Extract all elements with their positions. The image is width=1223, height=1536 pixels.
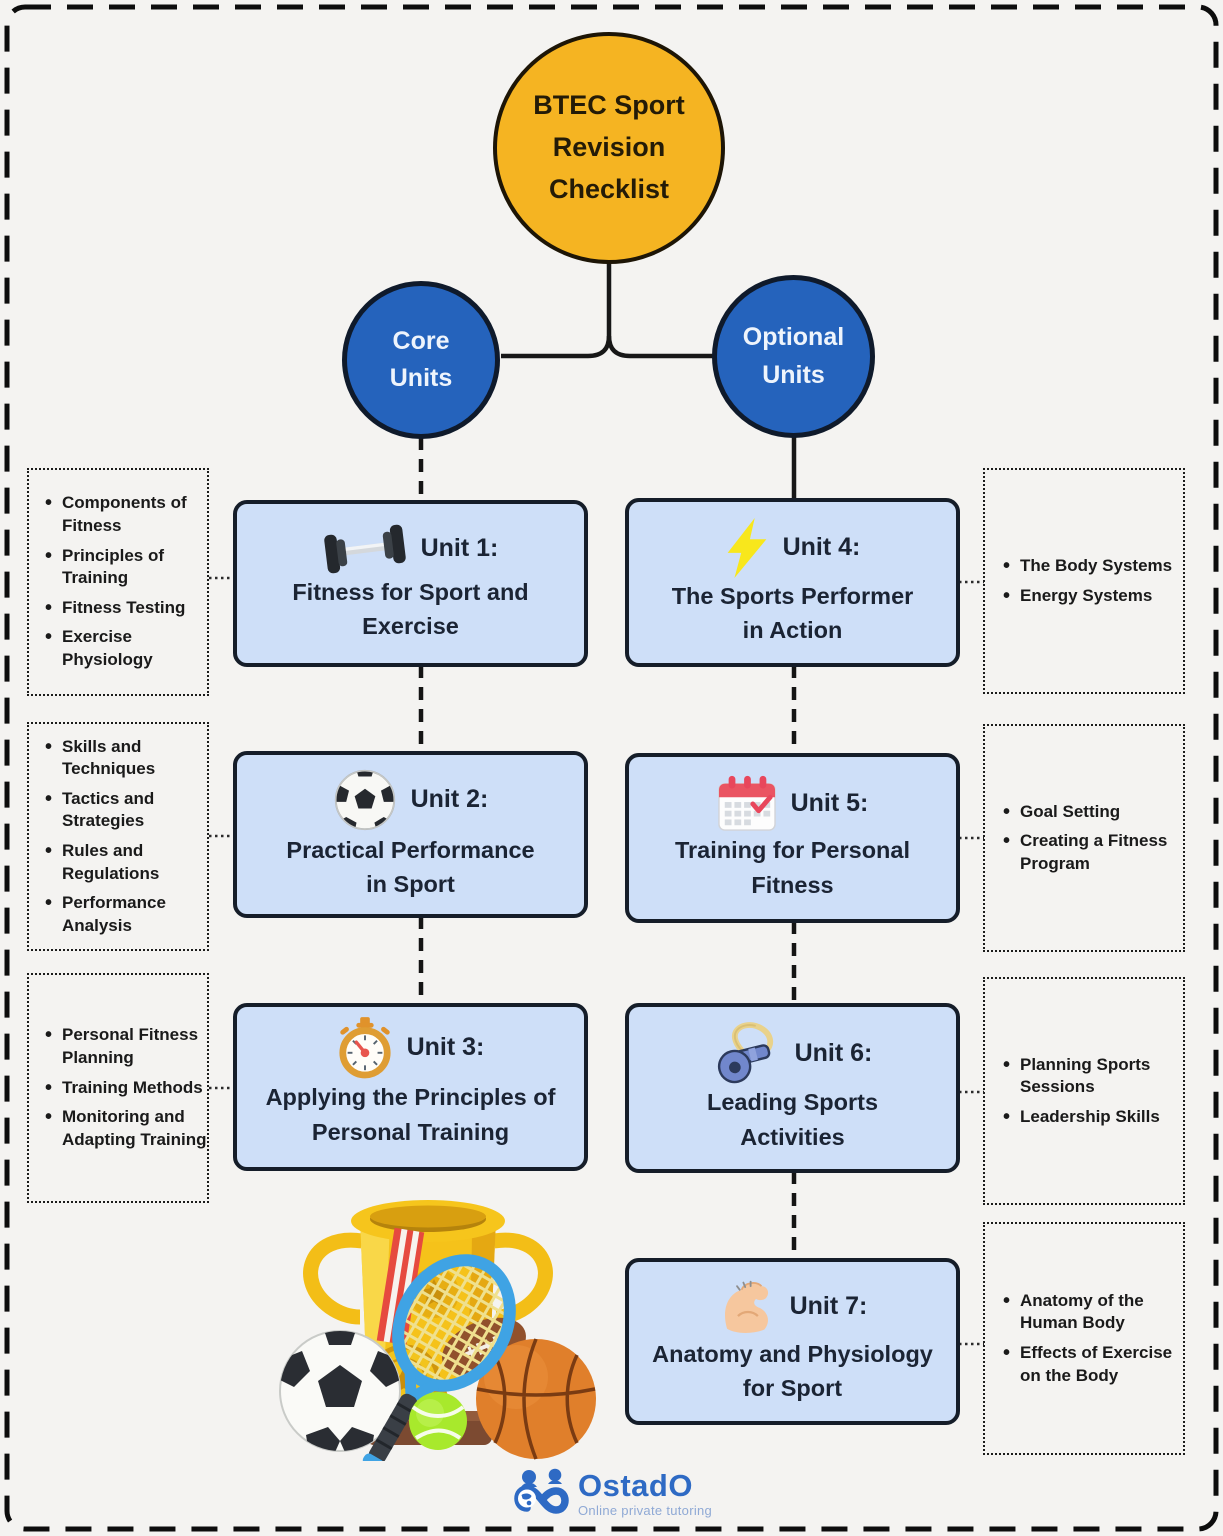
topic-item: Creating a Fitness Program [1003, 828, 1183, 875]
unit-1-box: Unit 1: Fitness for Sport and Exercise [233, 500, 588, 667]
unit-1-topics-box: Components of Fitness Principles of Trai… [27, 468, 209, 696]
topic-item: Principles of Training [45, 543, 207, 590]
core-units-label: Core Units [389, 326, 453, 393]
unit-7-topic-list: Anatomy of the Human Body Effects of Exe… [1003, 1283, 1183, 1394]
unit-6-number: Unit 6: [794, 1038, 873, 1067]
unit-4-topics-box: The Body Systems Energy Systems [983, 468, 1185, 694]
unit-3-box: Unit 3: Applying the Principles of Perso… [233, 1003, 588, 1171]
unit-4-number: Unit 4: [782, 533, 861, 562]
optional-units-label: Optional Units [742, 323, 845, 389]
soccer-ball-icon [333, 768, 397, 832]
unit-2-topics-box: Skills and Techniques Tactics and Strate… [27, 722, 209, 951]
topic-item: Effects of Exercise on the Body [1003, 1340, 1183, 1387]
unit-7-topics-box: Anatomy of the Human Body Effects of Exe… [983, 1222, 1185, 1455]
unit-4-name: The Sports Performer in Action [671, 582, 914, 643]
topic-item: Exercise Physiology [45, 624, 207, 671]
unit-2-name: Practical Performance in Sport [286, 836, 535, 897]
unit-6-box: Unit 6: Leading Sports Activities [625, 1003, 960, 1173]
core-units-node: Core Units [342, 281, 500, 439]
topic-item: The Body Systems [1003, 553, 1172, 579]
unit-3-topic-list: Personal Fitness Planning Training Metho… [45, 1017, 207, 1158]
topic-item: Energy Systems [1003, 583, 1172, 609]
unit-3-name: Applying the Principles of Personal Trai… [265, 1084, 556, 1145]
unit-7-box: Unit 7: Anatomy and Physiology for Sport [625, 1258, 960, 1425]
topic-item: Components of Fitness [45, 490, 207, 537]
unit-5-number: Unit 5: [790, 788, 869, 817]
dumbbell-icon [323, 524, 407, 574]
root-node: BTEC Sport Revision Checklist [493, 32, 725, 264]
unit-3-topics-box: Personal Fitness Planning Training Metho… [27, 973, 209, 1203]
root-title: BTEC Sport Revision Checklist [533, 90, 685, 204]
stopwatch-icon [337, 1015, 393, 1079]
unit-1-name: Fitness for Sport and Exercise [292, 578, 529, 639]
unit-7-name: Anatomy and Physiology for Sport [652, 1340, 933, 1401]
trophy-sports-illustration [248, 1183, 608, 1472]
unit-6-name: Leading Sports Activities [706, 1089, 879, 1150]
lightning-icon [725, 517, 769, 578]
infinity-people-globe-icon [508, 1462, 572, 1526]
unit-5-topics-box: Goal Setting Creating a Fitness Program [983, 724, 1185, 952]
topic-item: Fitness Testing [45, 595, 207, 621]
topic-item: Skills and Techniques [45, 734, 207, 781]
topic-item: Performance Analysis [45, 890, 207, 937]
calendar-icon [717, 774, 777, 832]
unit-1-number: Unit 1: [420, 534, 499, 563]
unit-3-number: Unit 3: [406, 1032, 485, 1061]
topic-item: Tactics and Strategies [45, 786, 207, 833]
unit-5-topic-list: Goal Setting Creating a Fitness Program [1003, 794, 1183, 883]
unit-6-topic-list: Planning Sports Sessions Leadership Skil… [1003, 1047, 1183, 1136]
unit-7-number: Unit 7: [789, 1292, 868, 1321]
topic-item: Planning Sports Sessions [1003, 1052, 1183, 1099]
unit-6-topics-box: Planning Sports Sessions Leadership Skil… [983, 977, 1185, 1205]
topic-item: Rules and Regulations [45, 838, 207, 885]
brand-tagline: Online private tutoring [578, 1503, 713, 1519]
topic-item: Personal Fitness Planning [45, 1022, 207, 1069]
unit-2-topic-list: Skills and Techniques Tactics and Strate… [45, 729, 207, 945]
topic-item: Anatomy of the Human Body [1003, 1288, 1183, 1335]
unit-5-box: Unit 5: Training for Personal Fitness [625, 753, 960, 923]
whistle-icon [713, 1022, 781, 1084]
ostado-logo: OstadO Online private tutoring [508, 1462, 712, 1526]
topic-item: Training Methods [45, 1075, 207, 1101]
unit-5-name: Training for Personal Fitness [674, 837, 911, 898]
topic-item: Leadership Skills [1003, 1104, 1183, 1130]
unit-1-topic-list: Components of Fitness Principles of Trai… [45, 485, 207, 678]
unit-4-box: Unit 4: The Sports Performer in Action [625, 498, 960, 667]
optional-units-node: Optional Units [712, 275, 875, 438]
topic-item: Monitoring and Adapting Training [45, 1104, 207, 1151]
unit-2-box: Unit 2: Practical Performance in Sport [233, 751, 588, 918]
topic-item: Goal Setting [1003, 799, 1183, 825]
brand-name: OstadO [578, 1467, 693, 1503]
trophy-icon [279, 1200, 596, 1472]
flexed-biceps-icon [718, 1278, 776, 1336]
unit-4-topic-list: The Body Systems Energy Systems [1003, 548, 1172, 614]
unit-2-number: Unit 2: [410, 785, 489, 814]
